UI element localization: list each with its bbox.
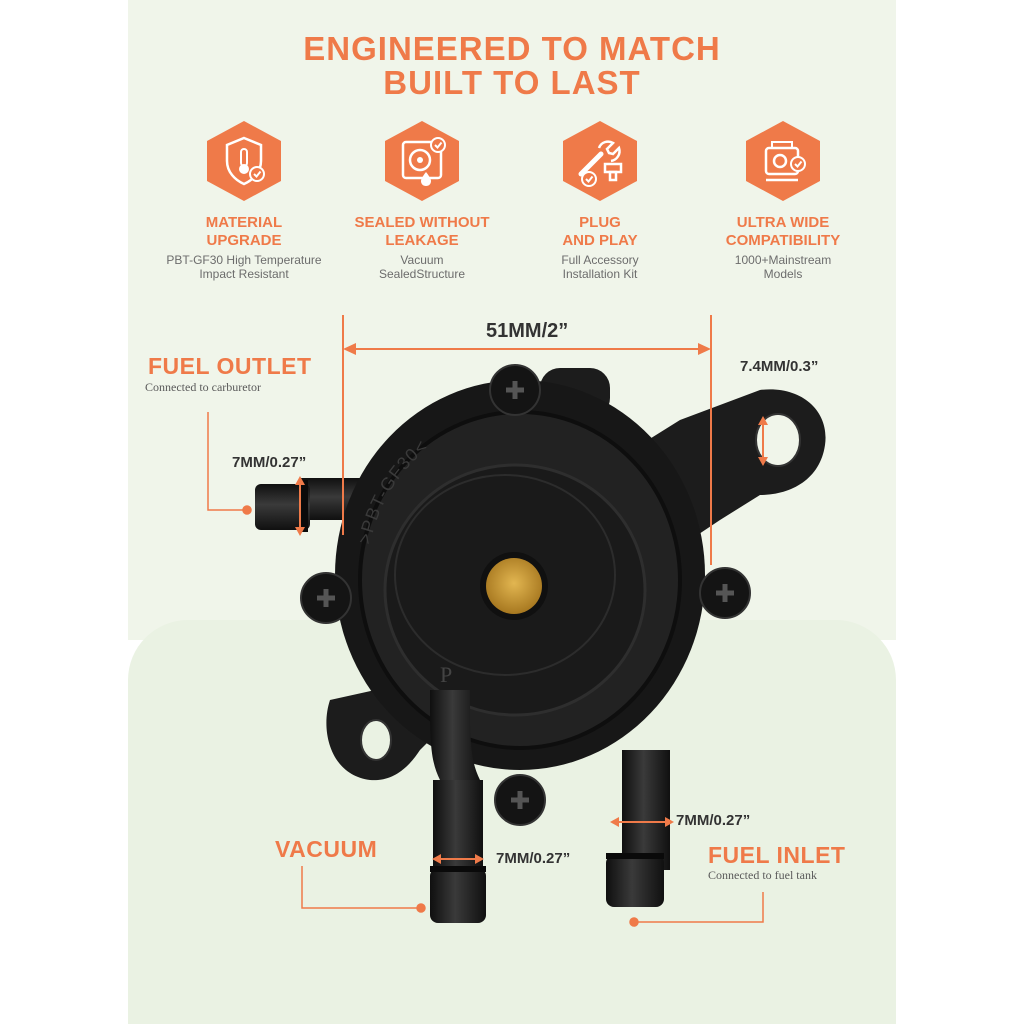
feature-title: ULTRA WIDE bbox=[736, 214, 830, 231]
feature-desc: Models bbox=[763, 267, 803, 281]
fuel-outlet-sublabel: Connected to carburetor bbox=[145, 380, 261, 394]
width-dimension bbox=[342, 315, 712, 565]
headline-line-2: BUILT TO LAST bbox=[383, 64, 641, 101]
feature-title: UPGRADE bbox=[206, 232, 282, 249]
outlet-leader-line bbox=[207, 412, 252, 515]
feature-title: COMPATIBILITY bbox=[725, 232, 841, 249]
feature-material-upgrade: MATERIAL UPGRADE PBT-GF30 High Temperatu… bbox=[144, 118, 344, 281]
fuel-inlet-sublabel: Connected to fuel tank bbox=[708, 868, 817, 882]
vacuum-port bbox=[430, 690, 486, 923]
port-mark: P bbox=[440, 662, 452, 687]
engine-check-icon bbox=[746, 121, 820, 201]
feature-title: MATERIAL bbox=[205, 214, 283, 231]
fuel-outlet-label: FUEL OUTLET bbox=[148, 353, 312, 379]
feature-desc: 1000+Mainstream bbox=[734, 253, 832, 267]
width-dimension-label: 51MM/2” bbox=[486, 320, 569, 342]
feature-ultra-wide-compatibility: ULTRA WIDE COMPATIBILITY 1000+Mainstream… bbox=[683, 118, 883, 281]
vacuum-label: VACUUM bbox=[275, 836, 378, 862]
screw-right bbox=[699, 567, 751, 619]
feature-desc: Installation Kit bbox=[562, 267, 638, 281]
outlet-dimension-label: 7MM/0.27” bbox=[232, 454, 307, 471]
screw-left bbox=[300, 572, 352, 624]
feature-desc: Full Accessory bbox=[561, 253, 639, 267]
feature-plug-and-play: PLUG AND PLAY Full Accessory Installatio… bbox=[500, 118, 700, 281]
mount-hole-dimension bbox=[758, 416, 768, 466]
seal-drop-icon bbox=[385, 121, 459, 201]
feature-title: AND PLAY bbox=[562, 232, 638, 249]
screw-bottom bbox=[494, 774, 546, 826]
feature-title: PLUG bbox=[579, 214, 621, 231]
screw-top bbox=[489, 364, 541, 416]
feature-desc: Vacuum bbox=[400, 253, 444, 267]
inlet-leader-line bbox=[629, 892, 764, 927]
feature-sealed-without-leakage: SEALED WITHOUT LEAKAGE Vacuum SealedStru… bbox=[322, 118, 522, 281]
thermometer-shield-icon bbox=[207, 121, 281, 201]
vacuum-dimension-label: 7MM/0.27” bbox=[496, 850, 571, 867]
feature-title: SEALED WITHOUT bbox=[354, 214, 490, 231]
outlet-dimension bbox=[295, 476, 305, 536]
headline-line-1: ENGINEERED TO MATCH bbox=[303, 30, 721, 67]
feature-desc: PBT-GF30 High Temperature bbox=[166, 253, 322, 267]
fuel-inlet-port bbox=[606, 750, 670, 907]
fuel-inlet-label: FUEL INLET bbox=[708, 842, 846, 868]
mount-hole-dimension-label: 7.4MM/0.3” bbox=[740, 358, 819, 375]
pump-cover-highlight bbox=[394, 474, 616, 676]
inlet-dimension bbox=[610, 817, 674, 827]
wrench-fitting-icon bbox=[563, 121, 637, 201]
brass-filter-mesh bbox=[486, 558, 542, 614]
feature-title: LEAKAGE bbox=[385, 232, 459, 249]
vacuum-leader-line bbox=[301, 866, 426, 913]
feature-desc: SealedStructure bbox=[378, 267, 466, 281]
feature-desc: Impact Resistant bbox=[199, 267, 289, 281]
inlet-dimension-label: 7MM/0.27” bbox=[676, 812, 751, 829]
vacuum-dimension bbox=[432, 854, 484, 864]
